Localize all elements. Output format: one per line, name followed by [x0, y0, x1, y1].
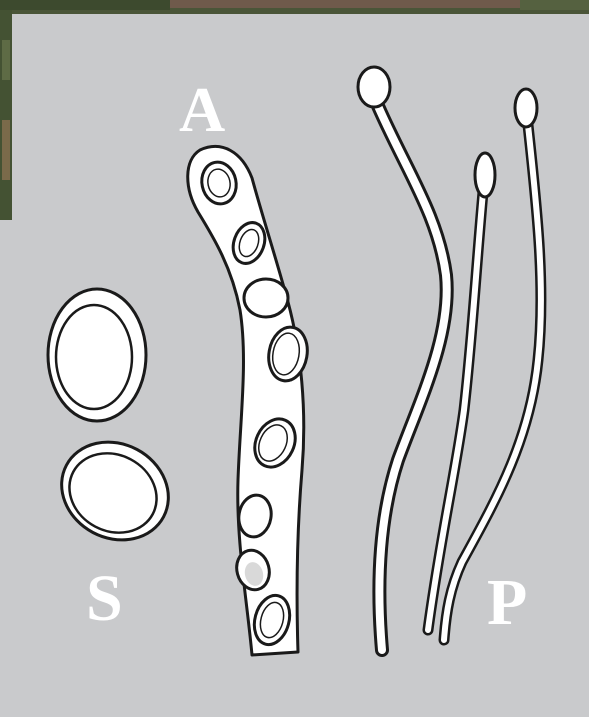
spore-top [48, 289, 146, 421]
ascus-label: A [179, 78, 225, 142]
ascospore [244, 279, 288, 317]
spores-label: S [86, 566, 123, 632]
paraphyses-label: P [487, 570, 527, 636]
